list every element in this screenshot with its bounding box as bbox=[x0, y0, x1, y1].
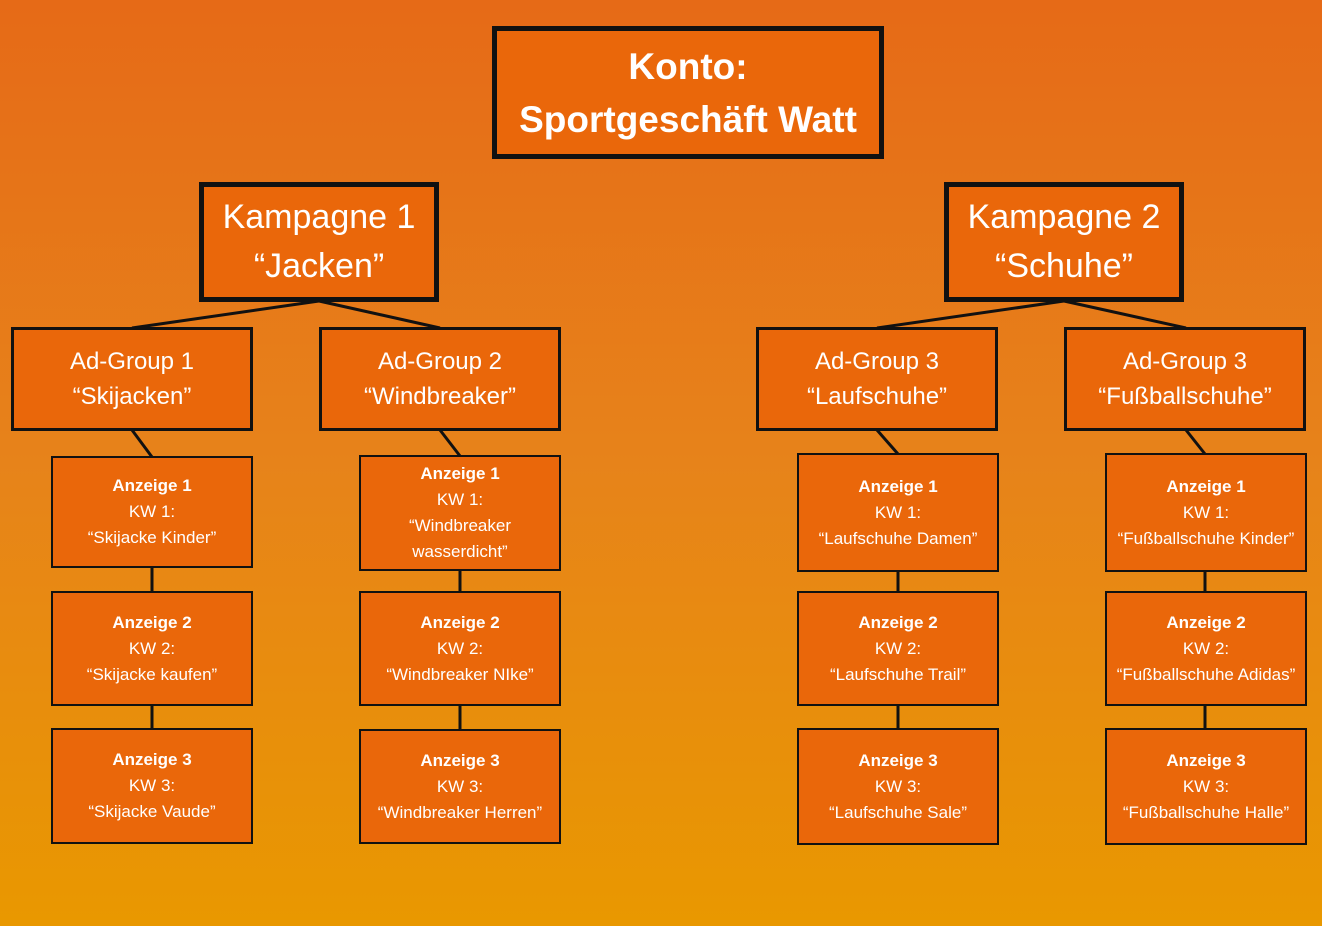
ad-title: Anzeige 2 bbox=[420, 612, 500, 632]
ad-box: Anzeige 2 KW 2: “Windbreaker NIke” bbox=[359, 591, 561, 706]
ad-keyword-label: KW 1: bbox=[874, 502, 922, 522]
ad-box: Anzeige 3 KW 3: “Fußballschuhe Halle” bbox=[1105, 728, 1307, 845]
ad-box: Anzeige 1 KW 1: “Skijacke Kinder” bbox=[51, 456, 253, 568]
adgroup-laufschuhe-box: Ad-Group 3 “Laufschuhe” bbox=[756, 327, 998, 431]
adgroup-title: Ad-Group 2 bbox=[377, 348, 503, 375]
ad-keyword-label: KW 1: bbox=[436, 490, 484, 509]
ad-keyword-label: KW 3: bbox=[128, 776, 176, 795]
ad-keyword-label: KW 2: bbox=[436, 638, 484, 658]
adgroup-skijacken-box: Ad-Group 1 “Skijacken” bbox=[11, 327, 253, 431]
adgroup-subtitle: “Laufschuhe” bbox=[806, 383, 948, 410]
ad-keyword: “Fußballschuhe Adidas” bbox=[1116, 664, 1296, 684]
ad-keyword: “Windbreaker NIke” bbox=[386, 664, 534, 684]
adgroup-fussballschuhe-box: Ad-Group 3 “Fußballschuhe” bbox=[1064, 327, 1306, 431]
ad-keyword: “Windbreaker Herren” bbox=[377, 802, 543, 822]
ad-title: Anzeige 3 bbox=[420, 750, 500, 770]
ad-keyword: “Laufschuhe Damen” bbox=[818, 528, 978, 548]
ad-title: Anzeige 1 bbox=[1166, 476, 1246, 496]
ad-keyword-label: KW 2: bbox=[1182, 638, 1230, 658]
ad-box: Anzeige 2 KW 2: “Laufschuhe Trail” bbox=[797, 591, 999, 706]
ad-title: Anzeige 1 bbox=[420, 464, 500, 483]
ad-box: Anzeige 1 KW 1: “Laufschuhe Damen” bbox=[797, 453, 999, 572]
ad-keyword: “Fußballschuhe Halle” bbox=[1122, 802, 1290, 822]
adgroup-windbreaker-box: Ad-Group 2 “Windbreaker” bbox=[319, 327, 561, 431]
ad-keyword-label: KW 2: bbox=[128, 638, 176, 658]
adgroup-subtitle: “Windbreaker” bbox=[363, 383, 517, 410]
campaign-1-box: Kampagne 1 “Jacken” bbox=[199, 182, 439, 302]
adgroup-title: Ad-Group 3 bbox=[1122, 348, 1248, 375]
ad-keyword: “Laufschuhe Trail” bbox=[829, 664, 967, 684]
adgroup-subtitle: “Skijacken” bbox=[72, 383, 192, 410]
ad-keyword: “Fußballschuhe Kinder” bbox=[1117, 528, 1295, 548]
ad-box: Anzeige 3 KW 3: “Windbreaker Herren” bbox=[359, 729, 561, 844]
adgroup-title: Ad-Group 1 bbox=[69, 348, 195, 375]
account-label: Konto: bbox=[628, 45, 748, 87]
ad-keyword-label: KW 1: bbox=[1182, 502, 1230, 522]
ad-title: Anzeige 2 bbox=[858, 612, 938, 632]
ad-title: Anzeige 3 bbox=[858, 750, 938, 770]
ad-keyword: “Laufschuhe Sale” bbox=[829, 802, 967, 822]
ad-keyword-label: KW 3: bbox=[436, 776, 484, 796]
campaign-subtitle: “Schuhe” bbox=[995, 247, 1133, 285]
ad-keyword: “Windbreaker wasserdicht” bbox=[408, 516, 512, 561]
ad-box: Anzeige 3 KW 3: “Skijacke Vaude” bbox=[51, 728, 253, 844]
ad-keyword-label: KW 2: bbox=[874, 638, 922, 658]
ad-keyword: “Skijacke Kinder” bbox=[87, 528, 217, 547]
ad-keyword-label: KW 3: bbox=[1182, 776, 1230, 796]
campaign-subtitle: “Jacken” bbox=[253, 247, 385, 285]
ad-keyword-label: KW 3: bbox=[874, 776, 922, 796]
campaign-title: Kampagne 2 bbox=[967, 198, 1161, 236]
campaign-2-box: Kampagne 2 “Schuhe” bbox=[944, 182, 1184, 302]
ad-box: Anzeige 2 KW 2: “Fußballschuhe Adidas” bbox=[1105, 591, 1307, 706]
campaign-title: Kampagne 1 bbox=[222, 198, 416, 236]
adgroup-subtitle: “Fußballschuhe” bbox=[1098, 383, 1272, 410]
ad-title: Anzeige 3 bbox=[112, 750, 192, 769]
ad-title: Anzeige 1 bbox=[858, 476, 938, 496]
adgroup-title: Ad-Group 3 bbox=[814, 348, 940, 375]
ad-box: Anzeige 1 KW 1: “Windbreaker wasserdicht… bbox=[359, 455, 561, 571]
ad-title: Anzeige 3 bbox=[1166, 750, 1246, 770]
ad-keyword-label: KW 1: bbox=[128, 502, 176, 521]
ad-title: Anzeige 2 bbox=[1166, 612, 1246, 632]
ad-box: Anzeige 2 KW 2: “Skijacke kaufen” bbox=[51, 591, 253, 706]
account-box: Konto: Sportgeschäft Watt bbox=[492, 26, 884, 159]
ad-box: Anzeige 1 KW 1: “Fußballschuhe Kinder” bbox=[1105, 453, 1307, 572]
ad-title: Anzeige 2 bbox=[112, 612, 192, 632]
account-name: Sportgeschäft Watt bbox=[519, 98, 857, 140]
ad-keyword: “Skijacke Vaude” bbox=[88, 802, 216, 821]
ad-keyword: “Skijacke kaufen” bbox=[86, 664, 218, 684]
ad-box: Anzeige 3 KW 3: “Laufschuhe Sale” bbox=[797, 728, 999, 845]
ad-title: Anzeige 1 bbox=[112, 476, 192, 495]
